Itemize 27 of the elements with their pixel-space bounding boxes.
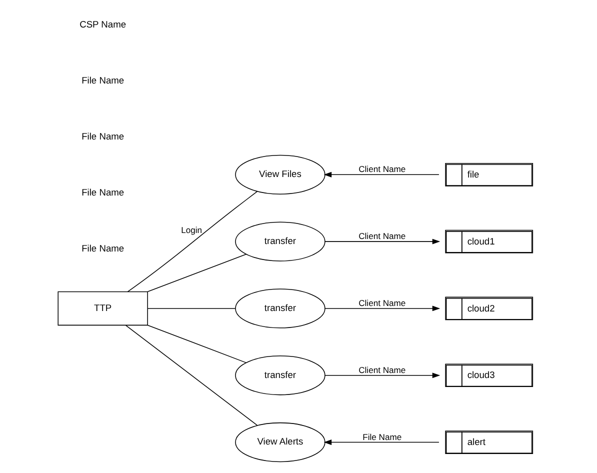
connector xyxy=(127,191,258,292)
connector xyxy=(147,308,236,309)
edge-label: Client Name xyxy=(358,231,406,242)
arrow xyxy=(324,172,440,178)
node-ellipse: transfer xyxy=(235,288,326,328)
label: File Name xyxy=(82,76,124,86)
label: File Name xyxy=(82,188,124,198)
node-box: TTP xyxy=(58,291,148,326)
arrow xyxy=(324,238,440,244)
edge-label: Client Name xyxy=(358,298,406,308)
connector xyxy=(126,325,258,426)
arrow xyxy=(324,440,440,445)
connector xyxy=(147,324,246,364)
edge-label: Client Name xyxy=(358,164,406,174)
arrow xyxy=(324,372,440,378)
label: File Name xyxy=(82,244,124,254)
node-ellipse: View Files xyxy=(235,154,326,194)
label: CSP Name xyxy=(80,20,126,30)
label: File Name xyxy=(82,132,124,142)
node-ellipse: View Alerts xyxy=(235,422,326,462)
node-ellipse: transfer xyxy=(235,222,326,262)
edge-label: Login xyxy=(181,224,202,235)
arrow xyxy=(324,306,440,312)
connector xyxy=(147,254,246,292)
node-ellipse: transfer xyxy=(235,356,326,396)
edge-label: File Name xyxy=(362,432,402,442)
edge-label: Client Name xyxy=(358,364,406,375)
